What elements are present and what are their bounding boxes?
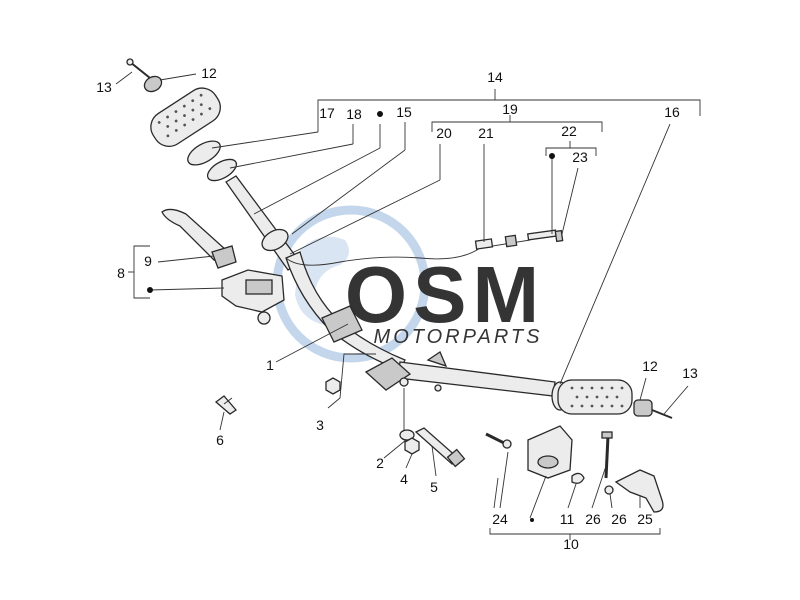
right-lever-group xyxy=(485,425,664,513)
brake-lever-right xyxy=(614,469,664,513)
callout-19: 19 xyxy=(502,101,518,117)
washer-24 xyxy=(502,439,512,449)
callout-13-right: 13 xyxy=(682,365,698,381)
callout-5: 5 xyxy=(430,479,438,495)
loose-parts xyxy=(214,377,466,468)
center-mount-bolt xyxy=(399,377,409,387)
lever-pivot-block xyxy=(211,245,237,269)
master-cylinder-port xyxy=(257,311,271,325)
callout-11: 11 xyxy=(560,511,575,527)
left-grip xyxy=(150,87,221,147)
callout-25: 25 xyxy=(637,511,653,527)
left-grip-assembly xyxy=(126,58,301,271)
reference-dots xyxy=(147,111,555,522)
left-tube-ring xyxy=(261,228,289,252)
right-grip-assembly xyxy=(551,379,673,419)
callout-12-left: 12 xyxy=(201,65,217,81)
callout-15: 15 xyxy=(396,104,412,120)
callout-22: 22 xyxy=(561,123,577,139)
callout-13-left: 13 xyxy=(96,79,112,95)
left-lever-assembly xyxy=(161,208,285,325)
bar-end-screw-head xyxy=(126,58,134,66)
callout-21: 21 xyxy=(478,125,494,141)
callout-9: 9 xyxy=(144,253,152,269)
callout-20: 20 xyxy=(436,125,452,141)
callout-4: 4 xyxy=(400,471,408,487)
callout-16: 16 xyxy=(664,104,680,120)
callout-1: 1 xyxy=(266,357,274,373)
callout-numbers: 13 12 14 17 18 15 19 16 20 21 22 23 9 8 … xyxy=(96,65,698,552)
callout-8: 8 xyxy=(117,265,125,281)
right-grip xyxy=(557,379,633,415)
cable-ferrule xyxy=(554,229,564,243)
callout-23: 23 xyxy=(572,149,588,165)
grip-washer xyxy=(206,158,238,182)
watermark-subtitle: MOTORPARTS xyxy=(374,326,543,348)
cable-adjuster xyxy=(474,238,494,250)
callout-24: 24 xyxy=(492,511,508,527)
clip-11 xyxy=(571,472,585,484)
watermark: OSM MOTORPARTS xyxy=(272,205,545,363)
cable-adjuster-nut xyxy=(504,234,518,248)
handlebar-right-tube xyxy=(397,361,556,397)
bracket-bore xyxy=(537,455,559,469)
left-handlebar-tube xyxy=(225,175,301,271)
callout-2: 2 xyxy=(376,455,384,471)
callout-12-right: 12 xyxy=(642,358,658,374)
bolt-5-head xyxy=(446,448,466,468)
mount-nut xyxy=(434,384,442,392)
callout-3: 3 xyxy=(316,417,324,433)
bar-end-weight-right xyxy=(633,399,653,417)
nut-3 xyxy=(325,377,341,395)
bolt-26-head xyxy=(601,431,613,439)
nut-4 xyxy=(404,437,420,455)
callout-14: 14 xyxy=(487,69,503,85)
leader-lines xyxy=(115,71,701,540)
watermark-brand: OSM xyxy=(345,250,545,339)
nut-26 xyxy=(604,485,614,495)
screw-6-thread xyxy=(223,397,233,405)
screw-6 xyxy=(214,395,237,415)
callout-17: 17 xyxy=(319,105,335,121)
lever-bracket-housing xyxy=(527,425,573,479)
callout-6: 6 xyxy=(216,432,224,448)
callout-26a: 26 xyxy=(585,511,601,527)
grip-flange xyxy=(187,140,221,166)
throttle-cable xyxy=(285,229,564,266)
master-cylinder-cap xyxy=(245,279,273,295)
bolt-26 xyxy=(604,435,610,479)
handlebar-tab xyxy=(426,351,448,368)
callout-18: 18 xyxy=(346,106,362,122)
throttle-cable-sheath xyxy=(285,239,531,266)
bar-end-weight xyxy=(143,75,163,93)
bar-end-screw-shaft xyxy=(129,61,151,79)
right-grip-texture xyxy=(570,386,624,408)
callout-10: 10 xyxy=(563,536,579,552)
handlebar-center-mount xyxy=(364,357,412,391)
washer-2 xyxy=(399,429,415,441)
callout-26b: 26 xyxy=(611,511,627,527)
bar-end-screw-right xyxy=(651,409,673,419)
